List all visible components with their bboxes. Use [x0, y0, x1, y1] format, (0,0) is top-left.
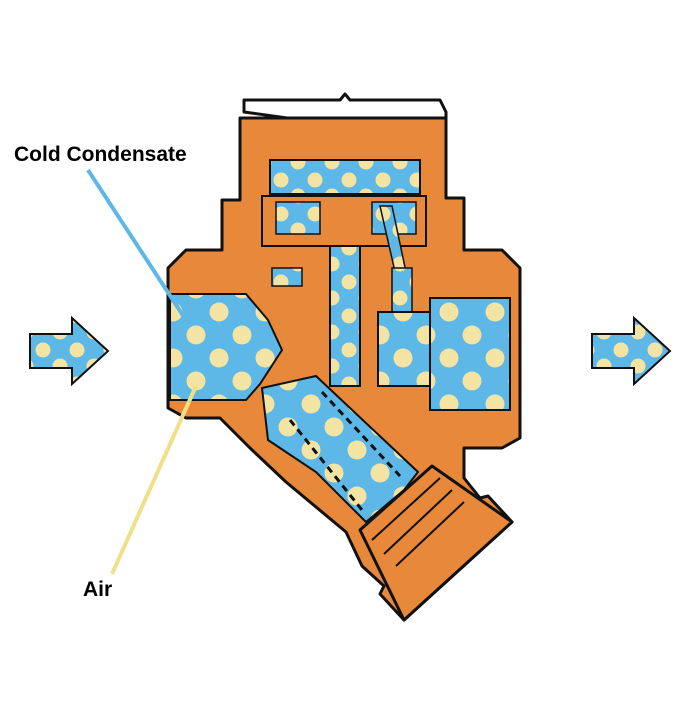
inlet-arrow-icon	[29, 315, 110, 387]
cold-condensate-leader	[86, 168, 188, 322]
air-label: Air	[83, 578, 113, 601]
strainer-cap	[358, 464, 514, 622]
condensate-cavities	[169, 159, 511, 524]
cold-condensate-label: Cold Condensate	[14, 143, 187, 166]
outlet-arrow-icon	[591, 315, 672, 387]
air-leader	[110, 385, 198, 575]
